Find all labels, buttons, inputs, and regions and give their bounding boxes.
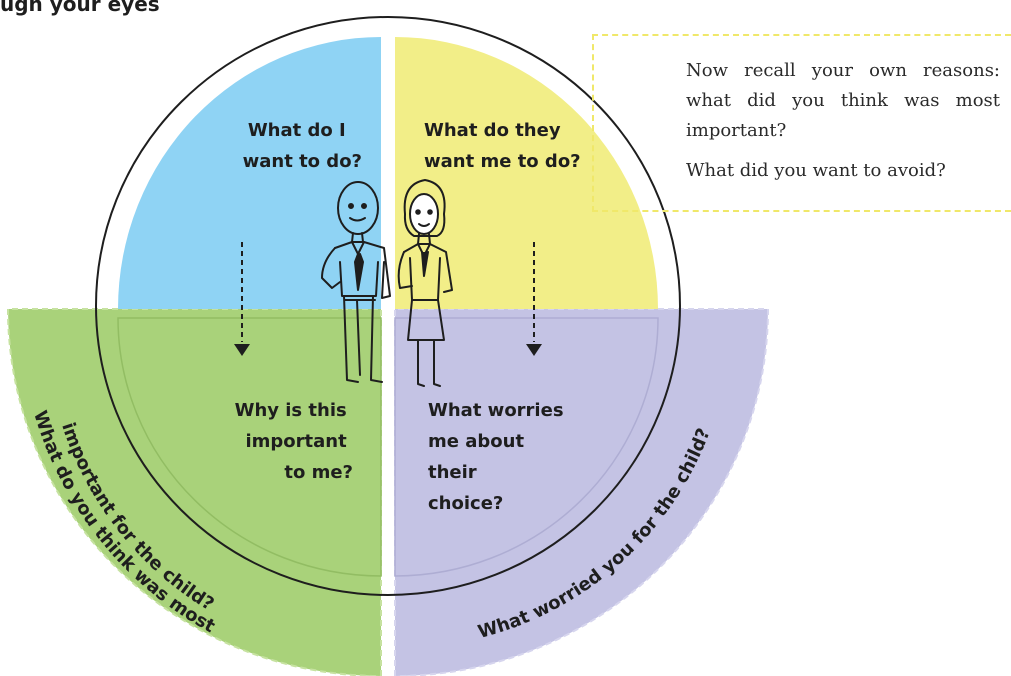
reflection-note: Now recall your own reasons: what did yo… [592, 34, 1011, 212]
quadrant-bottom-left [117, 317, 382, 577]
note-paragraph-1: Now recall your own reasons: what did yo… [686, 60, 1000, 141]
question-bottom-right: What worries me about their choice? [428, 400, 570, 514]
quadrant-top-left [118, 37, 381, 309]
question-top-right: What do they want me to do? [424, 120, 581, 172]
people-illustration [321, 179, 453, 387]
question-bottom-left: Why is this important to me? [235, 400, 353, 483]
arrow-right [526, 242, 542, 356]
page-heading: ugh your eyes [0, 0, 160, 16]
outline-circle [95, 16, 681, 596]
quadrant-bottom-right [394, 317, 659, 577]
question-top-left: What do I want to do? [243, 120, 362, 172]
woman-figure-icon [397, 179, 453, 387]
man-figure-icon [321, 181, 391, 383]
note-paragraph-2: What did you want to avoid? [686, 160, 946, 181]
arrow-left [234, 242, 250, 356]
quadrant-top-right [395, 37, 658, 309]
